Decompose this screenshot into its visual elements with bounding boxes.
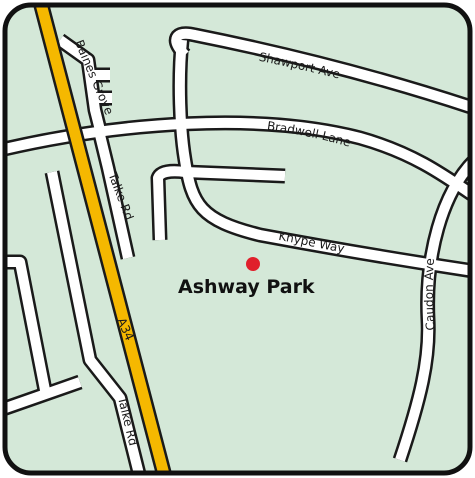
red-dot-marker-icon[interactable] — [246, 257, 260, 271]
a34-road[interactable] — [34, 0, 171, 478]
ashway-park-label: Ashway Park — [178, 276, 315, 298]
caudon-ave-label: Caudon Ave — [422, 258, 438, 331]
land-area — [5, 5, 470, 473]
